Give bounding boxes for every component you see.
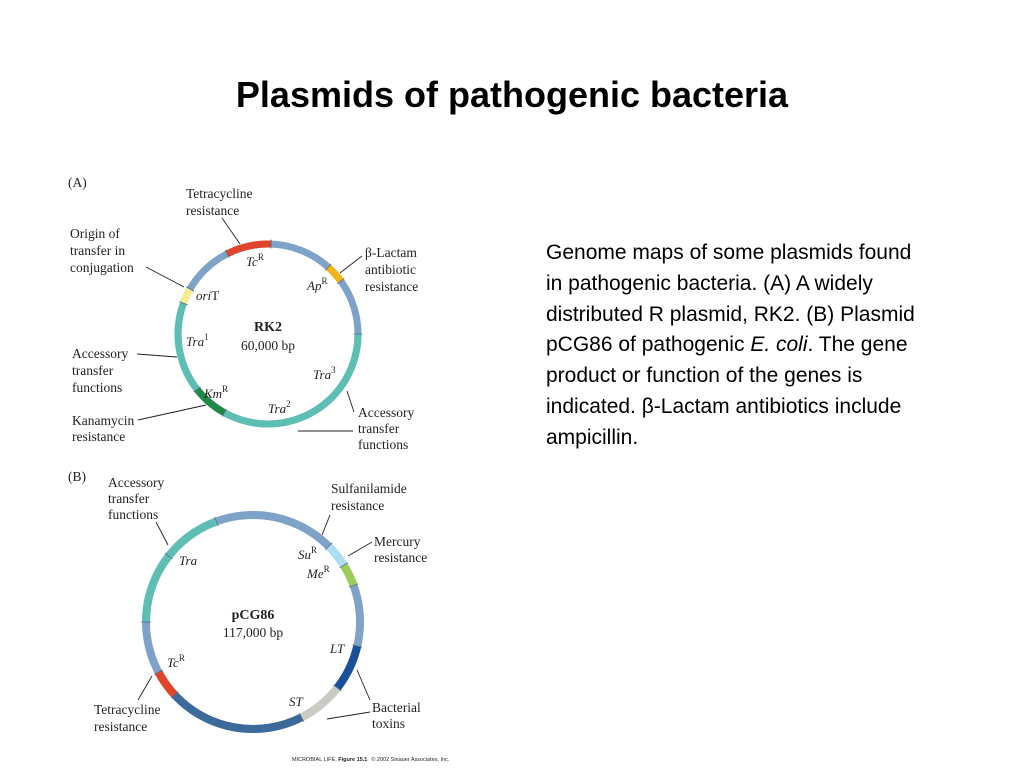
svg-text:β-Lactam: β-Lactam bbox=[365, 245, 417, 260]
svg-text:Mercury: Mercury bbox=[374, 534, 421, 549]
gene-su: SuR bbox=[298, 545, 317, 562]
label-kanamycin: Kanamycin resistance bbox=[72, 404, 207, 444]
svg-text:Kanamycin: Kanamycin bbox=[72, 413, 134, 428]
segment-boundary bbox=[170, 691, 179, 699]
segment-boundary bbox=[324, 263, 332, 271]
svg-text:transfer in: transfer in bbox=[70, 243, 125, 258]
segment-me bbox=[340, 563, 358, 587]
segment-boundary bbox=[153, 669, 164, 675]
segment-tra-2-3 bbox=[222, 333, 362, 428]
svg-text:functions: functions bbox=[72, 380, 122, 395]
segment-boundary bbox=[224, 249, 230, 259]
label-tetracycline-b: Tetracycline resistance bbox=[94, 675, 161, 734]
svg-text:transfer: transfer bbox=[358, 421, 400, 436]
figure-caption: Genome maps of some plasmids found in pa… bbox=[546, 241, 915, 449]
segment-boundary bbox=[185, 286, 195, 292]
svg-text:Accessory: Accessory bbox=[72, 346, 128, 361]
segment-tra-1 bbox=[174, 302, 200, 392]
gene-st: ST bbox=[289, 694, 304, 709]
panel-a: (A) RK2 60,000 bp TcR ApR oriT Tra1 Tra3… bbox=[68, 175, 418, 452]
segment-su bbox=[325, 543, 348, 568]
segment-st bbox=[299, 685, 341, 721]
rk2-size: 60,000 bp bbox=[241, 338, 295, 353]
gene-km: KmR bbox=[203, 384, 228, 401]
svg-text:Accessory: Accessory bbox=[108, 475, 164, 490]
svg-text:resistance: resistance bbox=[72, 429, 125, 444]
svg-text:Bacterial: Bacterial bbox=[372, 700, 421, 715]
svg-text:Accessory: Accessory bbox=[358, 405, 414, 420]
segment-lower bbox=[171, 692, 304, 733]
gene-tra2: Tra2 bbox=[268, 399, 291, 416]
segment-boundary bbox=[339, 562, 349, 569]
segment-boundary bbox=[336, 278, 345, 285]
pcg86-name: pCG86 bbox=[232, 608, 275, 623]
slide-title: Plasmids of pathogenic bacteria bbox=[235, 74, 789, 115]
segment-boundary bbox=[333, 684, 342, 692]
svg-text:resistance: resistance bbox=[331, 498, 384, 513]
gene-lt: LT bbox=[329, 641, 345, 656]
gene-tra-b: Tra bbox=[179, 553, 198, 568]
segment-tc-a bbox=[225, 240, 272, 257]
segment-boundary bbox=[193, 386, 201, 393]
segment-boundary bbox=[179, 301, 188, 306]
svg-text:functions: functions bbox=[108, 507, 158, 522]
segment-tc-b bbox=[154, 670, 178, 698]
gene-tc-b: TcR bbox=[167, 653, 185, 670]
svg-text:functions: functions bbox=[358, 437, 408, 452]
svg-text:Origin of: Origin of bbox=[70, 226, 120, 241]
segment-ap bbox=[325, 264, 344, 284]
label-accessory-b: Accessory transfer functions bbox=[108, 475, 169, 546]
svg-text:conjugation: conjugation bbox=[70, 260, 134, 275]
segment-boundary bbox=[298, 712, 305, 722]
pcg86-size: 117,000 bp bbox=[223, 625, 283, 640]
svg-text:Sulfanilamide: Sulfanilamide bbox=[331, 481, 407, 496]
rk2-name: RK2 bbox=[254, 320, 282, 335]
segment-boundary bbox=[164, 552, 173, 560]
svg-text:transfer: transfer bbox=[108, 491, 150, 506]
label-origin-transfer: Origin of transfer in conjugation bbox=[70, 226, 185, 288]
gene-tra3: Tra3 bbox=[313, 365, 336, 382]
svg-text:antibiotic: antibiotic bbox=[365, 262, 416, 277]
gene-me: MeR bbox=[306, 564, 330, 581]
segment-boundary bbox=[352, 644, 363, 648]
panel-a-tag: (A) bbox=[68, 175, 87, 190]
svg-text:resistance: resistance bbox=[186, 203, 239, 218]
segment-boundary bbox=[324, 542, 333, 551]
svg-text:transfer: transfer bbox=[72, 363, 114, 378]
svg-text:resistance: resistance bbox=[365, 279, 418, 294]
figure-credit: MICROBIAL LIFE, Figure 15.1© 2002 Sinaue… bbox=[292, 756, 450, 763]
segment-boundary bbox=[348, 583, 359, 588]
gene-orit: oriT bbox=[196, 288, 219, 303]
svg-text:resistance: resistance bbox=[374, 550, 427, 565]
label-toxins: Bacterial toxins bbox=[326, 669, 421, 731]
svg-text:Tetracycline: Tetracycline bbox=[94, 702, 161, 717]
gene-ap: ApR bbox=[306, 276, 327, 293]
segment-lt bbox=[334, 645, 362, 691]
segment-boundary bbox=[214, 516, 219, 527]
label-tetracycline-a: Tetracycline resistance bbox=[186, 186, 253, 245]
segment-boundary bbox=[221, 408, 227, 417]
segment-kanamycin bbox=[194, 387, 227, 416]
segment-tra-b bbox=[142, 517, 218, 623]
label-accessory-left-a: Accessory transfer functions bbox=[72, 346, 178, 395]
label-sulfanilamide: Sulfanilamide resistance bbox=[321, 481, 407, 536]
svg-text:resistance: resistance bbox=[94, 719, 147, 734]
panel-b: (B) pCG86 117,000 bp Tra SuR MeR TcR LT … bbox=[68, 469, 427, 734]
segment-orit bbox=[180, 287, 194, 305]
gene-tra1: Tra1 bbox=[186, 332, 209, 349]
label-mercury: Mercury resistance bbox=[347, 534, 427, 565]
label-lactam: β-Lactam antibiotic resistance bbox=[339, 245, 418, 294]
label-accessory-right-a: Accessory transfer functions bbox=[298, 390, 414, 452]
panel-b-tag: (B) bbox=[68, 469, 86, 484]
svg-text:Tetracycline: Tetracycline bbox=[186, 186, 253, 201]
svg-text:toxins: toxins bbox=[372, 716, 405, 731]
gene-tc-a: TcR bbox=[246, 252, 264, 269]
